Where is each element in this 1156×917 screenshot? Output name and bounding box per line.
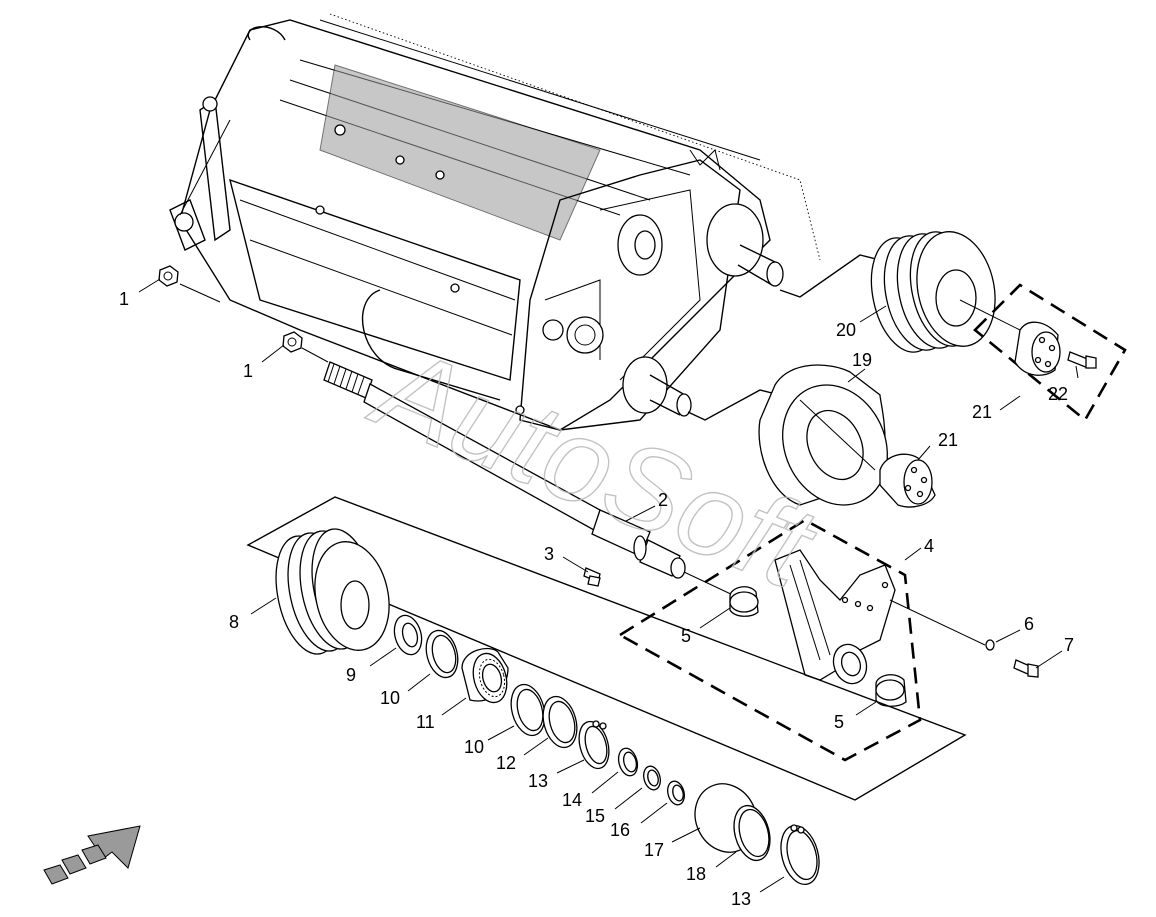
part-10-spacer-ring-a — [425, 629, 459, 679]
callout-label: 1 — [119, 289, 129, 309]
part-4-arm-assembly — [617, 518, 986, 762]
callout-label: 18 — [686, 864, 706, 884]
callout-label: 20 — [836, 320, 856, 340]
part-20-sheave-upper — [870, 231, 1021, 353]
callout-label: 3 — [544, 544, 554, 564]
part-16-nut — [667, 780, 685, 806]
callout-label: 7 — [1064, 635, 1074, 655]
direction-arrow-icon — [43, 825, 141, 885]
part-13-circlip-a — [578, 720, 610, 770]
callout-label: 14 — [562, 790, 582, 810]
part-6-washer — [985, 639, 995, 651]
callout-label: 13 — [731, 889, 751, 909]
part-21-hub-upper-group — [973, 283, 1127, 422]
callout-label: 16 — [610, 820, 630, 840]
part-2-shaft — [323, 361, 686, 579]
callout-label: 1 — [243, 361, 253, 381]
part-1-nut-lower — [282, 331, 329, 363]
callout-label: 10 — [380, 688, 400, 708]
machine-housing — [169, 13, 821, 431]
part-5-bushing-lower — [875, 674, 907, 707]
callout-label: 15 — [585, 806, 605, 826]
part-10-spacer-ring-b — [510, 683, 546, 737]
callout-label: 5 — [681, 626, 691, 646]
callout-label: 6 — [1024, 614, 1034, 634]
callout-label: 5 — [834, 712, 844, 732]
part-7-bolt — [1013, 659, 1039, 678]
part-13-circlip-b — [780, 824, 820, 885]
leader-line — [687, 389, 781, 421]
callout-label: 10 — [464, 737, 484, 757]
callout-numbers: 1 1 2 3 4 5 5 6 7 8 9 10 10 11 12 13 13 … — [119, 289, 1074, 909]
exploded-view-frame — [246, 496, 967, 801]
callout-label: 8 — [229, 612, 239, 632]
callout-label: 17 — [644, 840, 664, 860]
callout-label: 19 — [852, 350, 872, 370]
part-12-ring — [542, 695, 578, 749]
part-1-nut-upper — [158, 265, 221, 303]
part-22-screw — [1067, 351, 1097, 369]
part-11-bearing — [461, 647, 509, 704]
callout-label: 12 — [496, 753, 516, 773]
callout-label: 4 — [924, 536, 934, 556]
callout-label: 2 — [658, 490, 668, 510]
callout-label: 21 — [972, 402, 992, 422]
callout-label: 13 — [528, 771, 548, 791]
part-18-ring — [733, 804, 771, 862]
leader-line — [683, 571, 736, 597]
part-9-washer — [393, 614, 423, 656]
part-21-hub-lower — [879, 453, 936, 508]
part-8-sheave-lower — [275, 528, 390, 655]
callout-label: 21 — [938, 430, 958, 450]
part-19-roller — [758, 364, 888, 506]
callout-label: 9 — [346, 665, 356, 685]
part-15-seal — [643, 765, 661, 791]
callout-label: 22 — [1048, 384, 1068, 404]
callout-label: 11 — [416, 712, 435, 732]
part-14-washer — [617, 747, 639, 777]
callout-leaders — [138, 278, 1079, 893]
part-5-bushing-upper — [729, 586, 759, 617]
